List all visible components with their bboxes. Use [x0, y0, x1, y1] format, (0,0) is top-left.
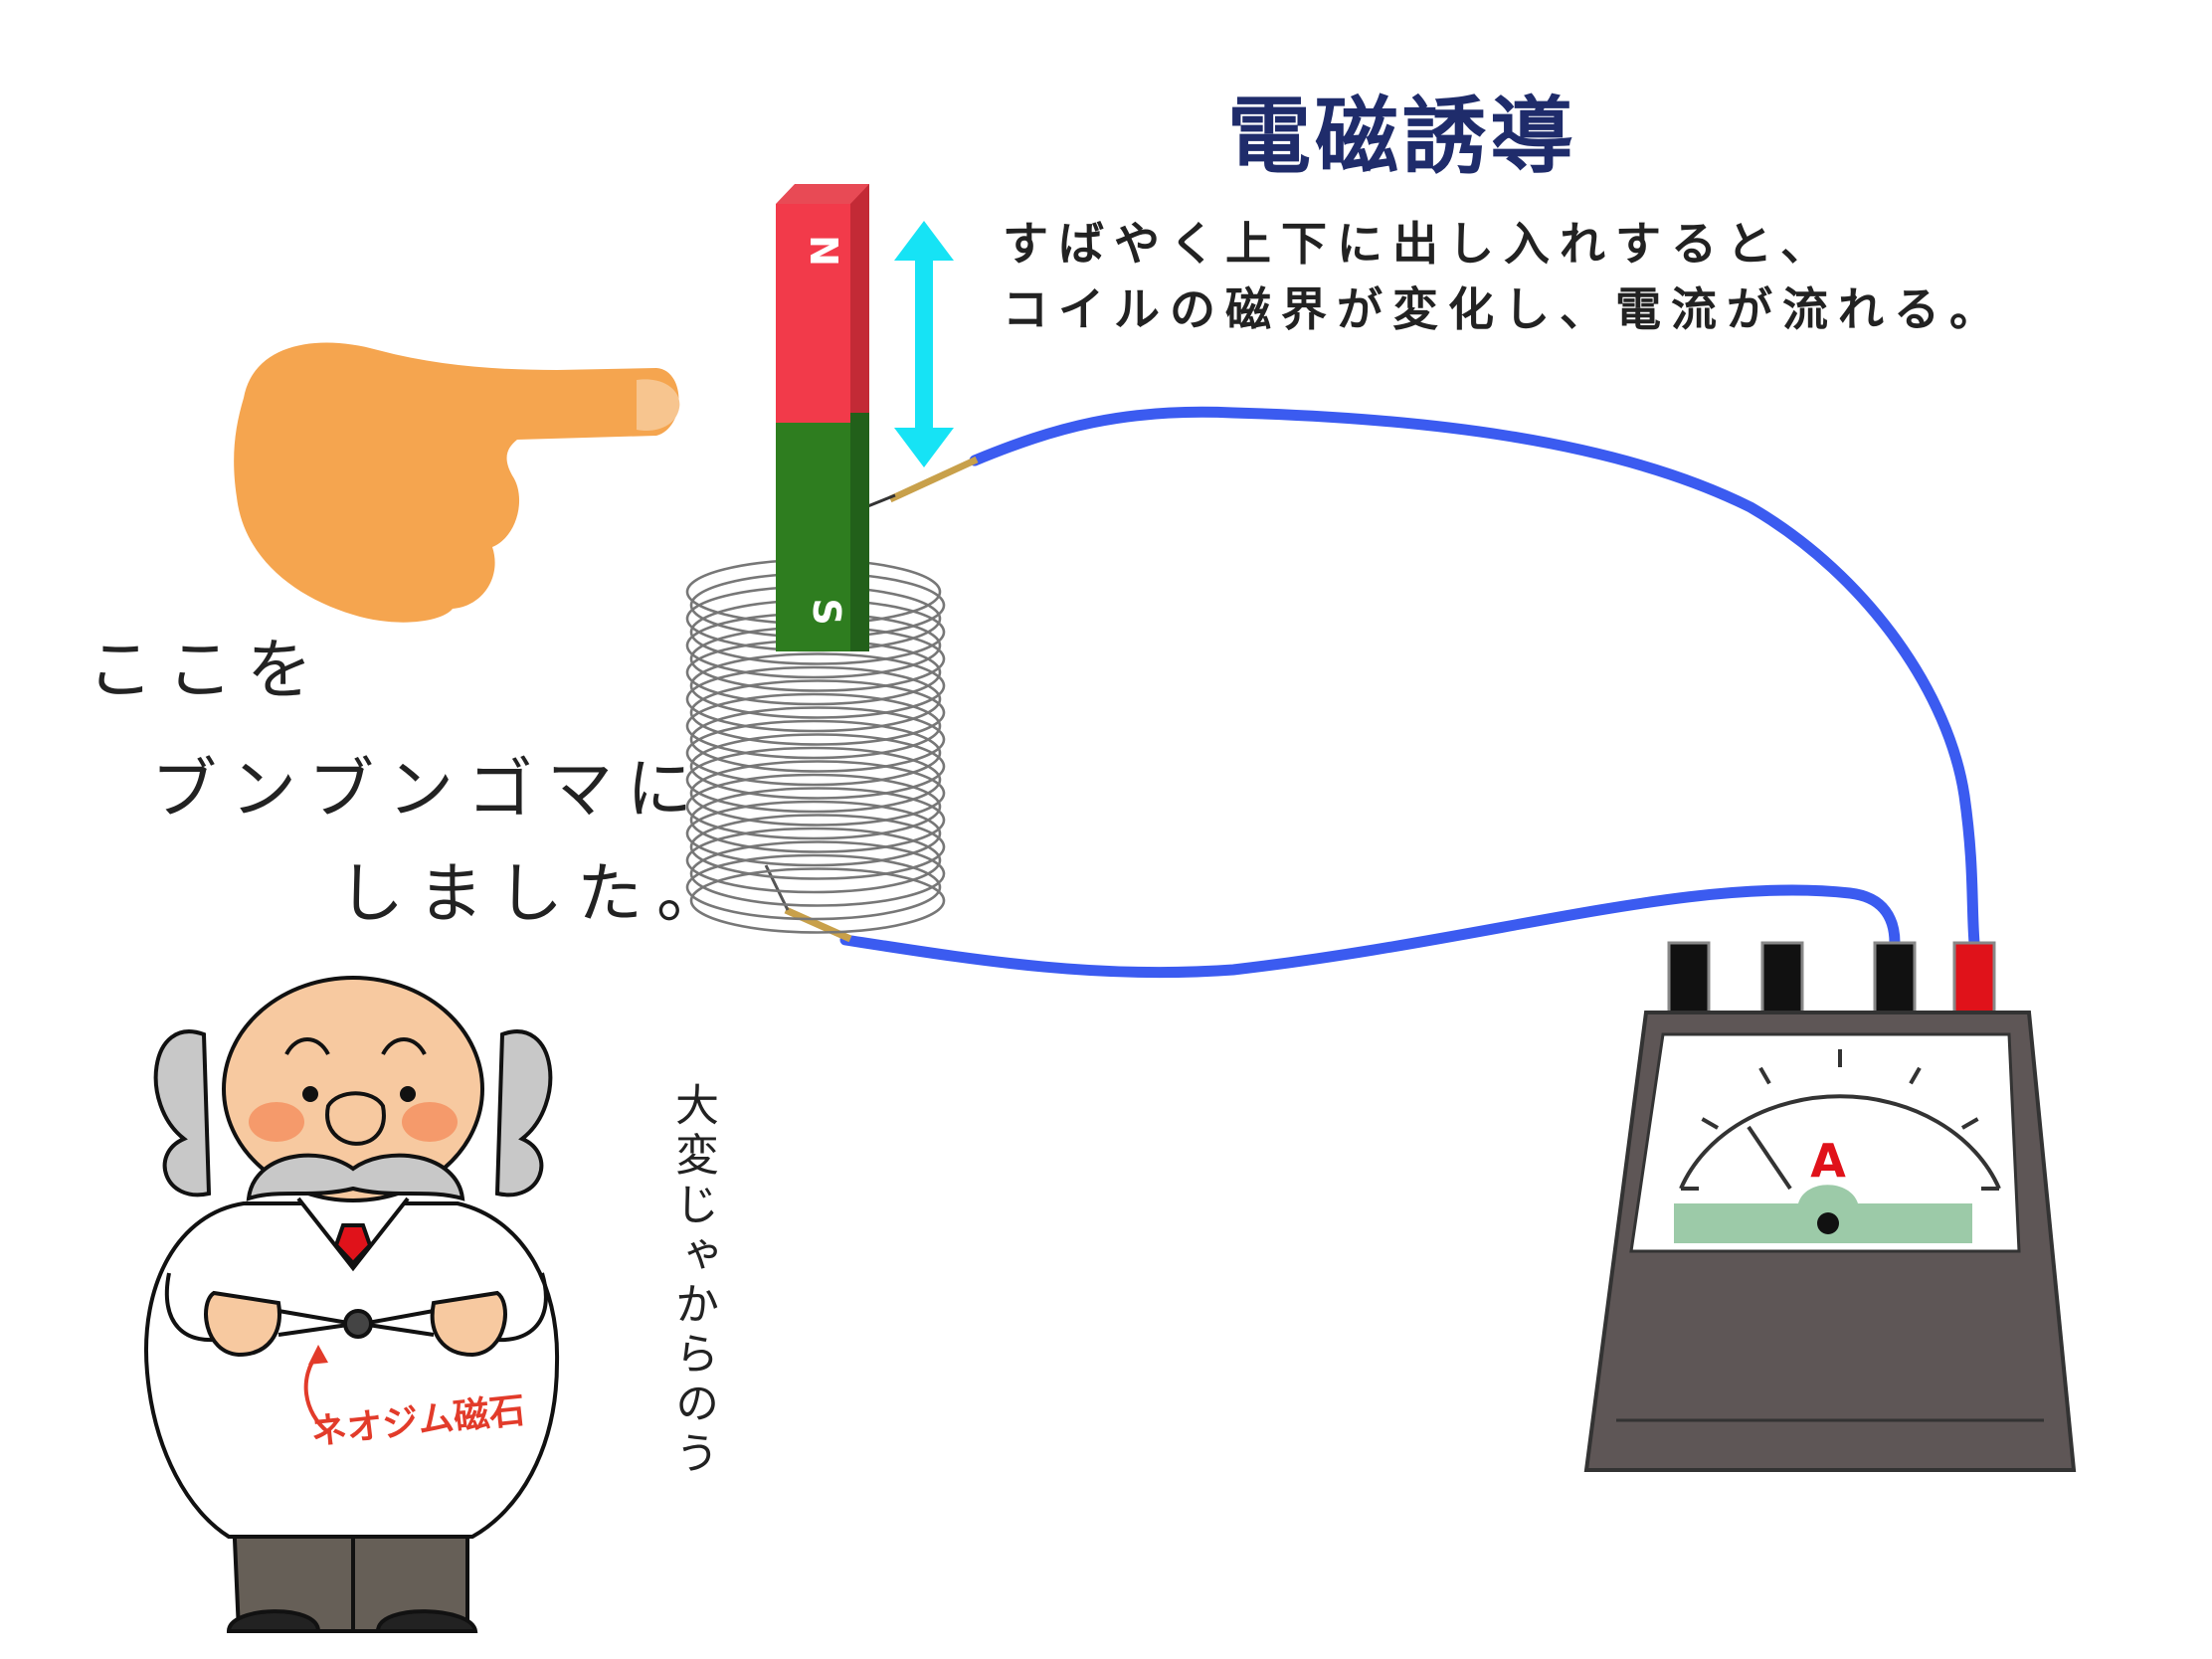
magnet-north — [776, 204, 850, 428]
pointing-hand-icon — [234, 342, 680, 623]
magnet-south-label: S — [805, 598, 848, 625]
magnet-south-side — [850, 413, 869, 651]
lower-wire-tip — [784, 906, 852, 943]
coil-loop — [689, 814, 946, 880]
meter-pivot — [1817, 1212, 1839, 1234]
coil-loop — [685, 773, 942, 840]
scale-tick — [1909, 1066, 1922, 1085]
coil-loop — [689, 787, 946, 853]
meter-scale — [1679, 1094, 2001, 1190]
coil-loop — [685, 665, 942, 733]
description-line-1: すばやく上下に出し入れすると、 — [1003, 217, 1837, 271]
coil-loop — [685, 827, 942, 894]
lower-wire — [839, 884, 1901, 979]
magnet-top-face — [776, 184, 869, 204]
coil-loop — [689, 652, 946, 719]
magnet-south — [776, 423, 850, 651]
vertical-note: 大変じゃからのう — [667, 1082, 718, 1480]
scale-tick — [1758, 1066, 1771, 1085]
meter-face — [1629, 1032, 2021, 1253]
terminal-1 — [1667, 941, 1711, 1016]
note-line-2: ブンブンゴマに — [151, 751, 707, 828]
meter-unit-label: A — [1810, 1134, 1846, 1188]
bar-magnet-icon: N S — [776, 184, 869, 651]
coil-loop — [685, 692, 942, 760]
note-line-1: ここを — [88, 632, 326, 708]
double-arrow-icon — [894, 221, 954, 467]
upper-wire-lead — [864, 493, 896, 509]
meter-needle — [1747, 1125, 1792, 1191]
upper-wire-tip — [888, 456, 979, 503]
terminal-3 — [1873, 941, 1917, 1016]
page-title: 電磁誘導 — [1226, 88, 1577, 185]
note-line-3: しました。 — [338, 855, 736, 932]
description: すばやく上下に出し入れすると、 コイルの磁界が変化し、電流が流れる。 — [1003, 211, 2005, 342]
magnet-label-arrowhead — [308, 1345, 328, 1365]
scientist-icon — [144, 976, 560, 1633]
coil-loop — [689, 733, 946, 800]
coil-loop — [689, 760, 946, 827]
terminal-2 — [1760, 941, 1804, 1016]
coil-loop — [689, 706, 946, 773]
lower-wire-lead — [764, 864, 790, 911]
magnet-north-label: N — [802, 235, 845, 267]
coil-loop — [689, 867, 946, 934]
terminal-4-red — [1952, 941, 1996, 1016]
magnet-north-side — [850, 184, 869, 423]
description-line-2: コイルの磁界が変化し、電流が流れる。 — [1003, 282, 2005, 336]
upper-wire — [969, 406, 1980, 949]
scale-tick — [1701, 1117, 1720, 1130]
coil-loop — [689, 679, 946, 746]
ammeter-icon: A — [1583, 941, 2077, 1472]
coil-loop — [689, 840, 946, 907]
coil-loop — [685, 719, 942, 787]
scale-tick — [1960, 1117, 1979, 1130]
coil-loop — [685, 853, 942, 921]
coil-loop — [685, 800, 942, 867]
coil-loop — [685, 746, 942, 814]
